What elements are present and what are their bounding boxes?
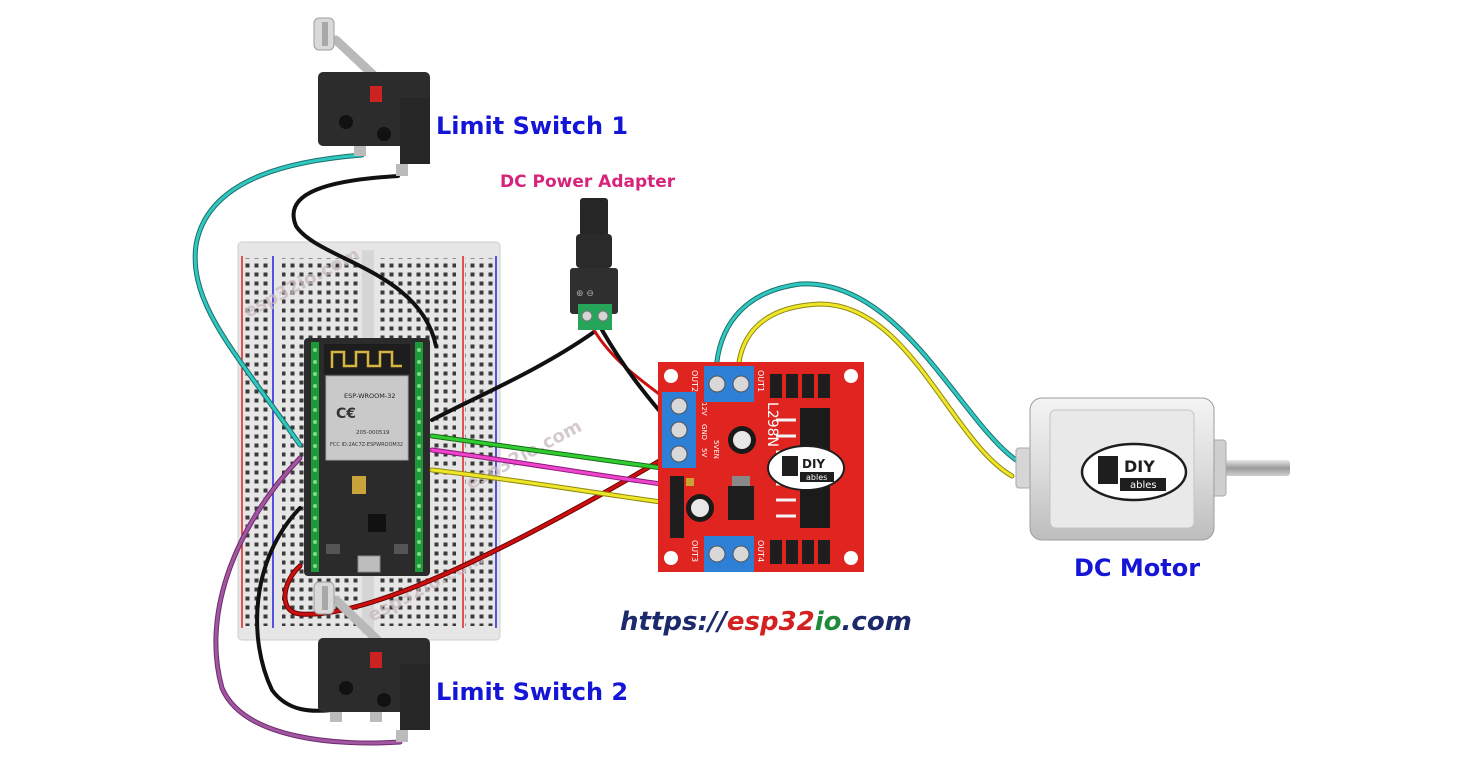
esp32-fcc-text: FCC ID:2AC7Z-ESPWROOM32 bbox=[330, 442, 403, 448]
url-32: 32 bbox=[779, 607, 815, 637]
logo-text-top: DIY bbox=[1124, 457, 1155, 476]
wires bbox=[192, 152, 1019, 746]
out2-label: OUT2 bbox=[690, 370, 699, 392]
driver-name: L298N bbox=[764, 402, 780, 447]
dc-motor: DIY ables bbox=[1015, 397, 1290, 541]
pin-12v-label: 12V bbox=[700, 402, 708, 416]
limit-switch-2-label: Limit Switch 2 bbox=[436, 678, 628, 706]
l298n-driver: OUT2 OUT1 OUT3 OUT4 12V GND 5V 5VEN L298… bbox=[658, 362, 864, 572]
dc-power-adapter: ⊕ ⊖ bbox=[570, 198, 618, 330]
esp32-model-text: ESP-WROOM-32 bbox=[344, 392, 396, 400]
url-io: io bbox=[815, 607, 842, 637]
pin-5v-label: 5V bbox=[700, 448, 708, 457]
limit-switch-1-label: Limit Switch 1 bbox=[436, 112, 628, 140]
esp32-board: ESP-WROOM-32 C€ 205-000519 FCC ID:2AC7Z-… bbox=[304, 338, 430, 576]
url-esp: esp bbox=[727, 607, 779, 637]
out3-label: OUT3 bbox=[690, 540, 699, 562]
out1-label: OUT1 bbox=[756, 370, 765, 392]
url-prefix: https:// bbox=[620, 607, 729, 637]
logo-text-top: DIY bbox=[802, 457, 825, 471]
limit-switch-2 bbox=[313, 581, 430, 742]
logo-text-bottom: ables bbox=[1130, 480, 1157, 491]
url-suffix: .com bbox=[842, 607, 912, 637]
enable-label: 5VEN bbox=[712, 440, 720, 459]
logo-text-bottom: ables bbox=[806, 473, 827, 482]
limit-switch-1 bbox=[313, 17, 430, 176]
svg-text:C€: C€ bbox=[336, 406, 356, 422]
dc-motor-label: DC Motor bbox=[1074, 554, 1200, 582]
pin-gnd-label: GND bbox=[700, 424, 708, 440]
dc-power-adapter-label: DC Power Adapter bbox=[500, 172, 676, 192]
esp32-code-text: 205-000519 bbox=[356, 430, 390, 436]
svg-text:⊕ ⊖: ⊕ ⊖ bbox=[576, 289, 594, 299]
out4-label: OUT4 bbox=[756, 540, 765, 562]
website-url: https://esp32io.com bbox=[620, 607, 912, 637]
